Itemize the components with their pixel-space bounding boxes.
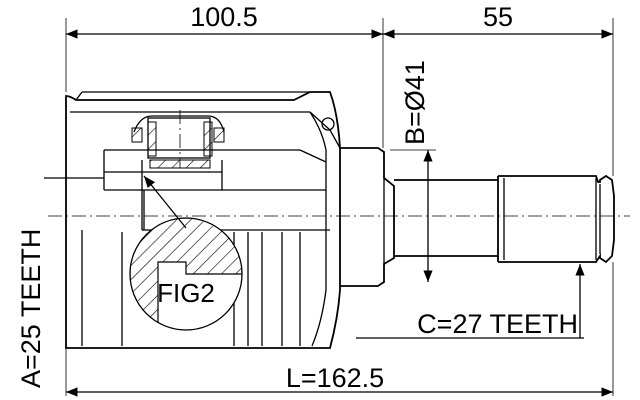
figure-label: FIG2 [157, 278, 215, 308]
dimension-top-right-label: 55 [483, 2, 513, 32]
detail-callout: FIG2 [129, 175, 243, 331]
dimension-spline-shaft-label: C=27 TEETH [417, 309, 578, 339]
dimension-diameter: B=Ø41 [390, 60, 436, 282]
dimension-top-right: 55 [383, 2, 614, 176]
dimension-diameter-label: B=Ø41 [400, 60, 430, 145]
dimension-total-length-label: L=162.5 [286, 363, 384, 393]
dimension-spline-outer-label: A=25 TEETH [16, 229, 46, 388]
drive-shaft [340, 147, 615, 287]
dimension-top-left: 100.5 [65, 2, 384, 148]
dimension-spline-shaft: C=27 TEETH [356, 264, 585, 339]
dimension-spline-outer: A=25 TEETH [16, 177, 104, 388]
joint-housing [65, 91, 341, 349]
dimension-top-left-label: 100.5 [190, 2, 258, 32]
